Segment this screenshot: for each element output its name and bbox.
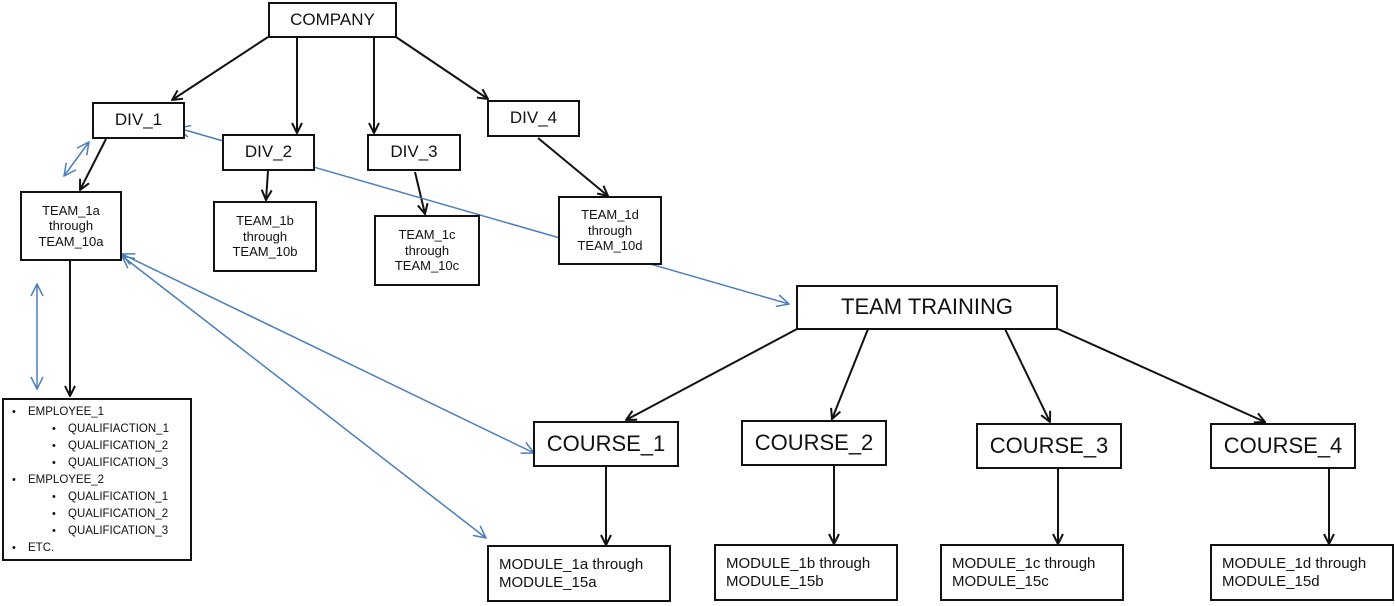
team-node-b[interactable]: TEAM_1b through TEAM_10b: [213, 201, 317, 272]
edge-div1-team1: [80, 138, 107, 190]
edge-company-div1: [172, 36, 269, 100]
edge-div3-team3: [414, 171, 425, 214]
team-line: TEAM_10c: [394, 258, 460, 274]
team-line: TEAM_1b: [236, 213, 294, 229]
team-training-label: TEAM TRAINING: [841, 294, 1013, 320]
edge-div4-team4: [537, 137, 608, 196]
employee-list: EMPLOYEE_1QUALIFIACTION_1QUALIFICATION_2…: [4, 404, 190, 557]
module-line: MODULE_1a through: [499, 555, 644, 573]
qualification-item: QUALIFICATION_3: [4, 455, 190, 472]
relation-team1-module1: [122, 256, 486, 538]
module-node-b[interactable]: MODULE_1b through MODULE_15b: [714, 544, 898, 601]
edge-training-course1: [626, 328, 798, 420]
division-node-3[interactable]: DIV_3: [367, 134, 461, 171]
qualification-item: QUALIFIACTION_1: [4, 421, 190, 438]
team-line: TEAM_10a: [38, 233, 104, 249]
team-line: TEAM_10d: [577, 238, 643, 254]
module-line: MODULE_1c through: [952, 554, 1096, 572]
course-label: COURSE_2: [754, 429, 874, 455]
course-label: COURSE_1: [546, 430, 666, 456]
module-line: MODULE_15b: [726, 572, 824, 590]
module-line: MODULE_1d through: [1222, 554, 1367, 572]
team-line: TEAM_1d: [581, 207, 639, 223]
team-node-c[interactable]: TEAM_1c through TEAM_10c: [374, 215, 480, 286]
employee-list-box[interactable]: EMPLOYEE_1QUALIFIACTION_1QUALIFICATION_2…: [2, 398, 192, 561]
team-line: through: [587, 222, 633, 238]
edge-training-course3: [1004, 328, 1050, 422]
course-node-2[interactable]: COURSE_2: [741, 420, 887, 466]
module-line: MODULE_15c: [952, 572, 1049, 590]
team-line: TEAM_1a: [42, 202, 100, 218]
team-line: TEAM_10b: [232, 244, 298, 260]
qualification-item: QUALIFICATION_3: [4, 523, 190, 540]
team-line: through: [242, 228, 288, 244]
employee-item: EMPLOYEE_1: [4, 404, 190, 421]
division-label: DIV_1: [114, 110, 163, 130]
team-line: through: [404, 242, 450, 258]
module-node-d[interactable]: MODULE_1d through MODULE_15d: [1210, 544, 1394, 601]
qualification-item: QUALIFICATION_1: [4, 489, 190, 506]
course-label: COURSE_3: [989, 432, 1109, 458]
edge-training-course4: [1057, 328, 1265, 422]
module-line: MODULE_15a: [499, 573, 597, 591]
company-label: COMPANY: [290, 9, 375, 29]
edge-div2-team2: [266, 170, 268, 200]
course-node-3[interactable]: COURSE_3: [976, 423, 1122, 469]
edge-training-course2: [832, 328, 869, 419]
division-label: DIV_3: [390, 142, 438, 162]
qualification-item: QUALIFICATION_2: [4, 506, 190, 523]
course-node-1[interactable]: COURSE_1: [533, 421, 679, 467]
module-node-a[interactable]: MODULE_1a through MODULE_15a: [487, 545, 671, 602]
team-node-d[interactable]: TEAM_1d through TEAM_10d: [558, 196, 662, 265]
course-label: COURSE_4: [1223, 432, 1343, 458]
employee-item: EMPLOYEE_2: [4, 472, 190, 489]
division-node-4[interactable]: DIV_4: [487, 100, 580, 137]
division-node-1[interactable]: DIV_1: [92, 102, 185, 139]
qualification-item: QUALIFICATION_2: [4, 438, 190, 455]
division-label: DIV_2: [244, 142, 293, 162]
division-node-2[interactable]: DIV_2: [222, 134, 315, 171]
team-line: through: [48, 218, 94, 234]
team-node-a[interactable]: TEAM_1a through TEAM_10a: [20, 191, 122, 261]
company-node[interactable]: COMPANY: [268, 2, 397, 38]
edge-company-div4: [395, 36, 488, 99]
division-label: DIV_4: [509, 108, 558, 128]
team-training-node[interactable]: TEAM TRAINING: [796, 285, 1058, 330]
team-line: TEAM_1c: [398, 227, 456, 243]
employee-item: ETC.: [4, 540, 190, 557]
module-node-c[interactable]: MODULE_1c through MODULE_15c: [940, 544, 1124, 601]
course-node-4[interactable]: COURSE_4: [1210, 423, 1356, 469]
module-line: MODULE_1b through: [726, 554, 871, 572]
module-line: MODULE_15d: [1222, 572, 1320, 590]
relation-div1-team1: [64, 142, 89, 176]
